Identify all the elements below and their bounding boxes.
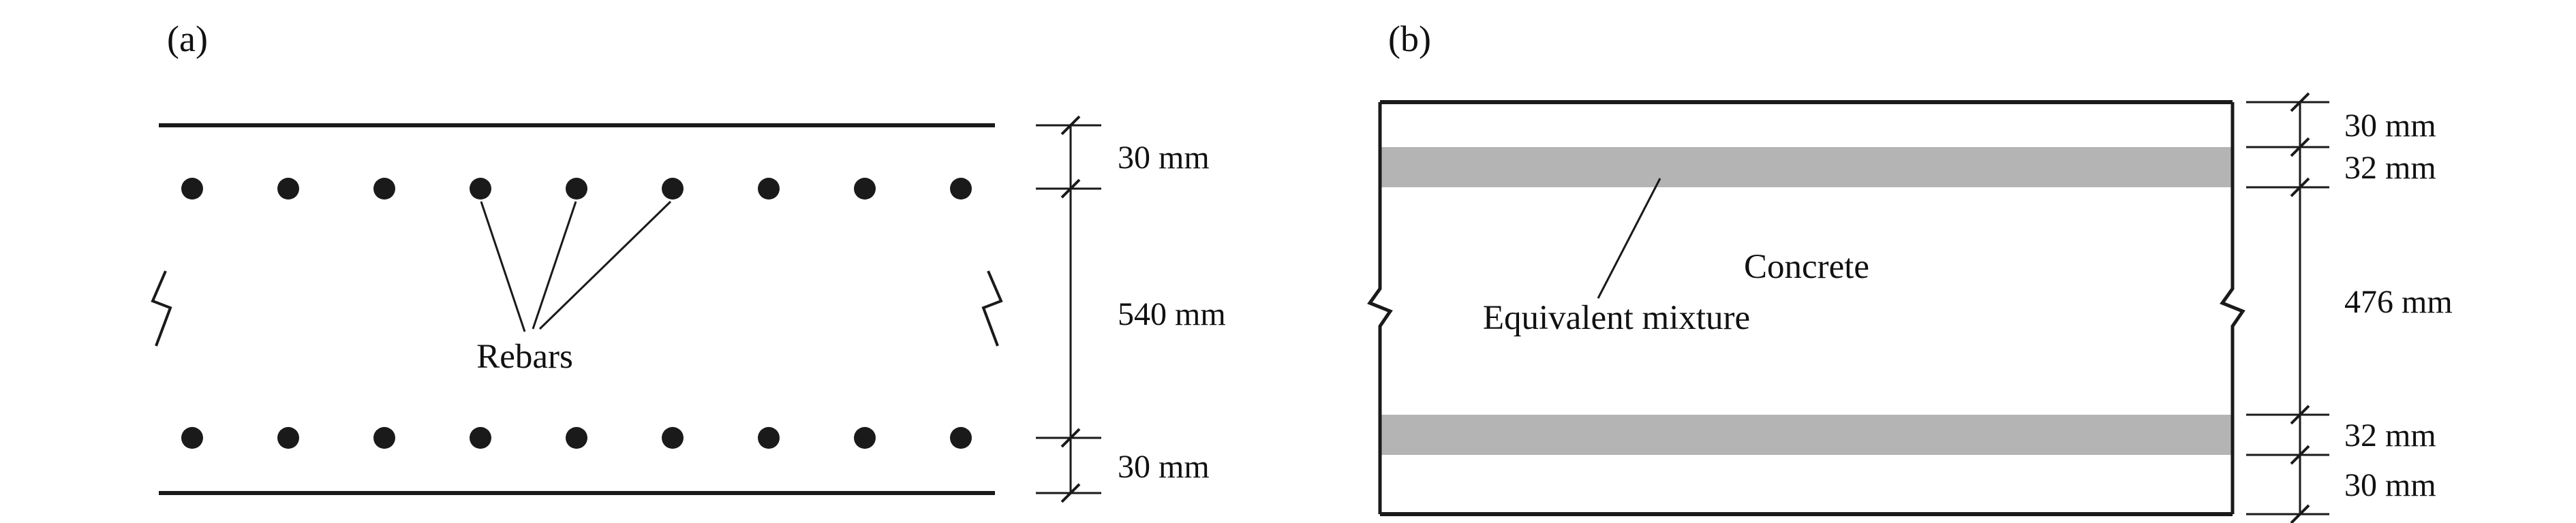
dim-b-slash: [2290, 405, 2310, 425]
rebar-dot: [181, 427, 203, 449]
rebar-dot: [373, 178, 395, 200]
rebar-dot: [470, 427, 491, 449]
panel-a-label: (a): [167, 18, 208, 59]
panel-b-label: (b): [1388, 18, 1431, 59]
rebar-dot: [566, 178, 587, 200]
rebar-row-top: [181, 178, 972, 200]
dim-b-top-cover-label: 30 mm: [2344, 108, 2436, 144]
rebar-row-bottom: [181, 427, 972, 449]
break-mark-right: [981, 270, 1003, 347]
slab-b-left-edge-break: [1367, 102, 1393, 514]
rebar-leader-lines: [480, 200, 672, 332]
dim-a-slash: [1060, 115, 1081, 136]
rebar-dot: [758, 178, 780, 200]
equivalent-mixture-label: Equivalent mixture: [1483, 299, 1750, 337]
dim-a-middle-label: 540 mm: [1118, 296, 1226, 332]
rebars-label: Rebars: [476, 338, 573, 376]
rebar-dot: [758, 427, 780, 449]
dim-b-slash: [2290, 92, 2310, 112]
rebar-dot: [181, 178, 203, 200]
rebar-leader-line: [532, 201, 577, 330]
mixture-leader-line: [1597, 178, 1661, 299]
dim-a-top-label: 30 mm: [1118, 140, 1210, 176]
dim-a-slash: [1060, 428, 1081, 448]
rebar-dot: [950, 427, 972, 449]
dim-b-bottom-layer-label: 32 mm: [2344, 417, 2436, 454]
rebar-dot: [950, 178, 972, 200]
rebar-dot: [277, 427, 299, 449]
dim-b-middle-label: 476 mm: [2344, 284, 2453, 320]
dim-b-slash: [2290, 177, 2310, 197]
break-mark-left: [151, 270, 172, 347]
rebar-leader-line: [538, 200, 672, 330]
rebar-dot: [854, 178, 876, 200]
mixture-band-bottom: [1380, 415, 2233, 455]
rebar-dot: [470, 178, 491, 200]
rebar-dot: [566, 427, 587, 449]
rebar-dot: [373, 427, 395, 449]
rebar-dot: [662, 427, 684, 449]
panel-b: (b) Concrete Equivalent mixture: [1367, 18, 2453, 523]
dimension-a: 30 mm 540 mm 30 mm: [1036, 115, 1226, 503]
slab-b-right-edge-break: [2220, 102, 2245, 514]
rebar-leader-line: [480, 201, 526, 332]
dim-a-bottom-label: 30 mm: [1118, 449, 1210, 485]
dim-b-bottom-cover-label: 30 mm: [2344, 467, 2436, 503]
mixture-band-top: [1380, 147, 2233, 187]
dim-b-slash: [2290, 137, 2310, 157]
rebar-dot: [854, 427, 876, 449]
concrete-label: Concrete: [1744, 248, 1869, 286]
panel-a: (a) Rebars 30 mm 540 m: [151, 18, 1226, 503]
dimension-b: 30 mm 32 mm 476 mm 32 mm 30 mm: [2246, 92, 2453, 523]
dim-a-slash: [1060, 483, 1081, 503]
dim-b-top-layer-label: 32 mm: [2344, 150, 2436, 186]
rebar-dot: [662, 178, 684, 200]
dim-b-slash: [2290, 504, 2310, 523]
dim-b-slash: [2290, 445, 2310, 465]
dim-a-slash: [1060, 178, 1081, 199]
rebar-dot: [277, 178, 299, 200]
